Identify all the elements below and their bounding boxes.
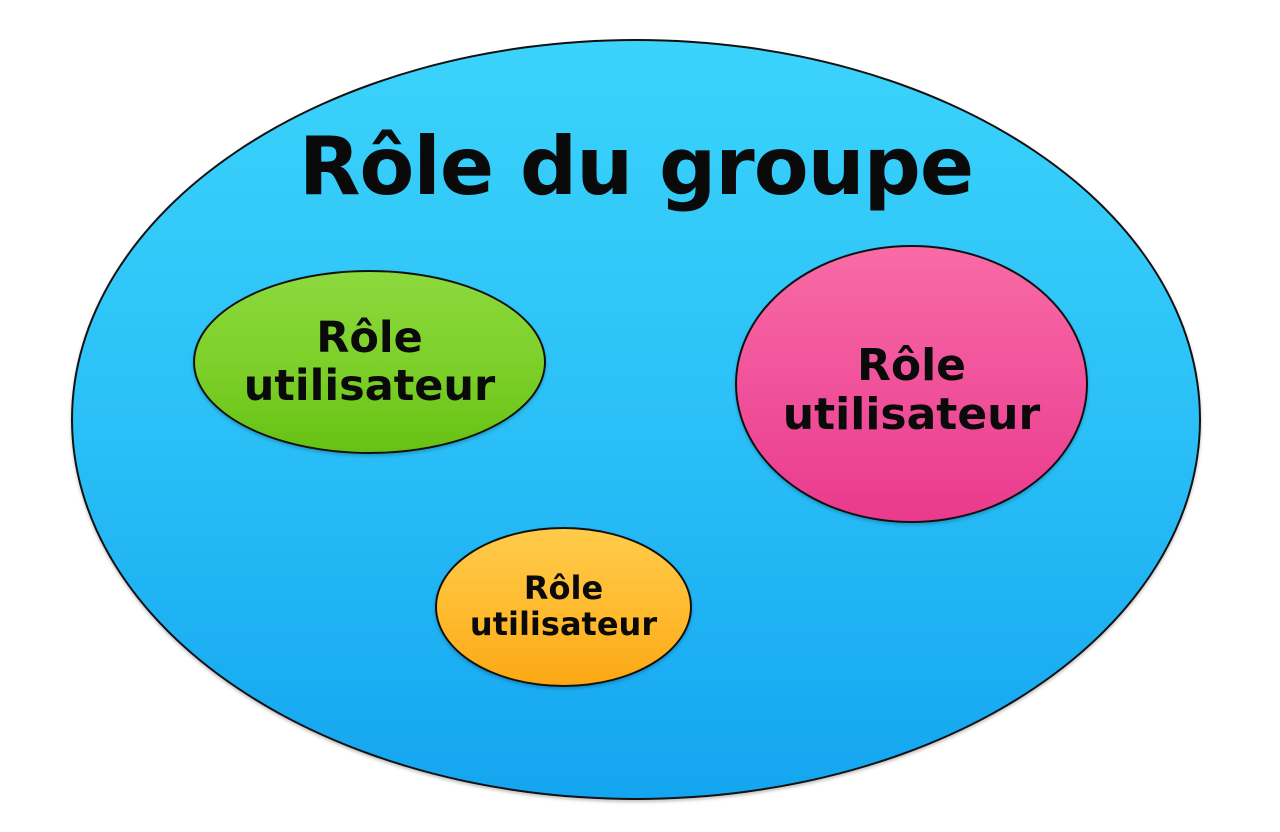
user-role-label-line1: Rôle: [316, 312, 423, 363]
user-role-label-line1: Rôle: [523, 569, 604, 608]
user-role-ellipse-green: Rôle utilisateur: [193, 270, 546, 454]
user-role-ellipse-pink: Rôle utilisateur: [735, 245, 1088, 523]
user-role-ellipse-orange: Rôle utilisateur: [435, 527, 692, 687]
group-role-title: Rôle du groupe: [298, 120, 974, 213]
user-role-label-line2: utilisateur: [782, 389, 1041, 440]
user-role-label-line1: Rôle: [856, 339, 967, 391]
user-role-label-line2: utilisateur: [469, 605, 658, 643]
user-role-label-line2: utilisateur: [243, 361, 496, 411]
